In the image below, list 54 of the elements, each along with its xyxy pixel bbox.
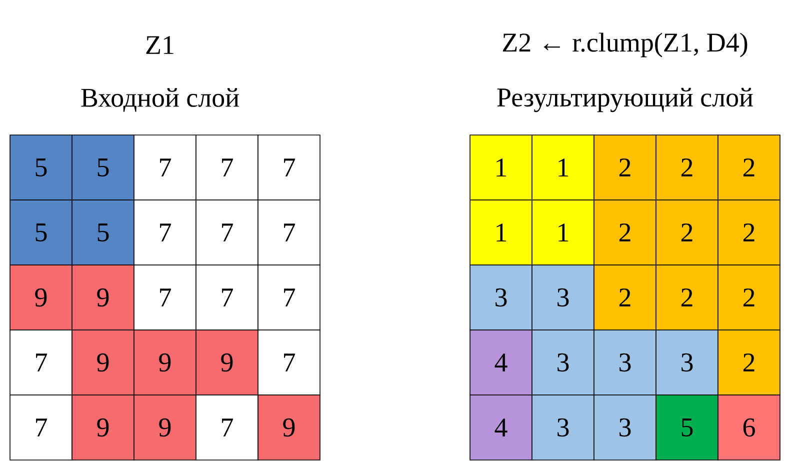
- grid-cell: 1: [532, 134, 594, 200]
- grid-cell: 7: [134, 134, 196, 200]
- grid-cell: 7: [196, 264, 258, 330]
- grid-cell: 1: [532, 200, 594, 266]
- grid-cell: 3: [656, 330, 718, 396]
- grid-cell: 9: [72, 394, 134, 460]
- grid-cell: 7: [196, 134, 258, 200]
- grid-cell: 4: [470, 394, 532, 460]
- grid-cell: 5: [656, 394, 718, 460]
- grid-cell: 7: [10, 394, 72, 460]
- grid-cell: 2: [594, 200, 656, 266]
- grid-cell: 5: [10, 200, 72, 266]
- grid-cell: 6: [718, 394, 780, 460]
- grid-cell: 2: [718, 330, 780, 396]
- grid-cell: 5: [72, 134, 134, 200]
- grid-cell: 2: [718, 200, 780, 266]
- grid-cell: 2: [656, 264, 718, 330]
- grid-cell: 2: [594, 134, 656, 200]
- grid-cell: 3: [532, 330, 594, 396]
- layer-caption: Входной слой: [81, 88, 239, 112]
- grid-cell: 7: [134, 264, 196, 330]
- grid-cell: 7: [258, 330, 320, 396]
- grid-cell: 5: [72, 200, 134, 266]
- grid-cell: 3: [594, 394, 656, 460]
- grid-cell: 9: [134, 394, 196, 460]
- grid-cell: 1: [470, 134, 532, 200]
- grid-cell: 3: [532, 264, 594, 330]
- grid-cell: 2: [718, 264, 780, 330]
- grid-title: Z2 ← r.clump(Z1, D4): [502, 32, 748, 58]
- grid-cell: 7: [258, 134, 320, 200]
- grid-cell: 2: [656, 134, 718, 200]
- grid-cell: 3: [470, 264, 532, 330]
- grid-cell: 2: [656, 200, 718, 266]
- grid-cell: 9: [72, 330, 134, 396]
- grid-cell: 9: [196, 330, 258, 396]
- grid-cell: 4: [470, 330, 532, 396]
- grid-cell: 2: [718, 134, 780, 200]
- grid-cell: 7: [258, 200, 320, 266]
- grid-cell: 2: [594, 264, 656, 330]
- grid-cell: 9: [10, 264, 72, 330]
- grid-cell: 3: [532, 394, 594, 460]
- layer-caption: Результирующий слой: [497, 88, 753, 112]
- grid-cell: 1: [470, 200, 532, 266]
- grid-cell: 7: [134, 200, 196, 266]
- grid-cell: 9: [134, 330, 196, 396]
- grid-cell: 5: [10, 134, 72, 200]
- grid-cell: 7: [10, 330, 72, 396]
- grid-cell: 9: [72, 264, 134, 330]
- grid-cell: 9: [258, 394, 320, 460]
- grid-cell: 7: [196, 200, 258, 266]
- grid-title: Z1: [146, 36, 174, 54]
- grid-cell: 7: [258, 264, 320, 330]
- grid-cell: 3: [594, 330, 656, 396]
- grid-cell: 7: [196, 394, 258, 460]
